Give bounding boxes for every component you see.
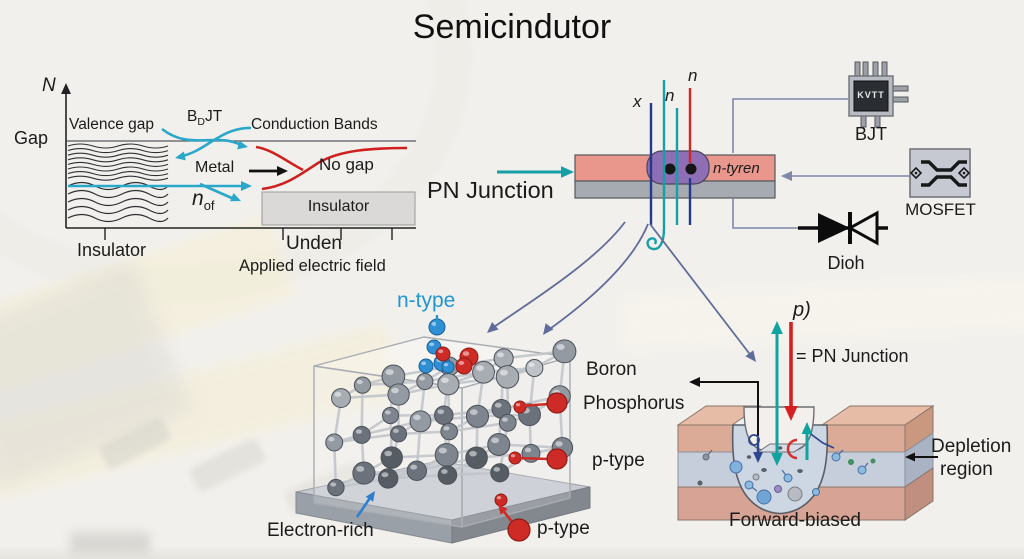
axis-insulator-label: Insulator	[77, 240, 147, 260]
diode-icon	[798, 210, 888, 246]
arrowheads	[61, 83, 915, 515]
depletion-particles	[697, 446, 876, 505]
n-of-label: nof	[192, 187, 215, 214]
depletion-block	[676, 322, 938, 521]
hole-symbol	[786, 438, 798, 460]
insulator-box	[261, 191, 416, 226]
gap-label: Gap	[14, 128, 49, 148]
lead-n2-label: n	[688, 66, 698, 85]
boron-label: Boron	[586, 359, 637, 380]
no-gap-curve	[261, 146, 408, 191]
junction-bar-label: n-tyren	[713, 160, 760, 177]
bjt-chip-icon	[848, 61, 909, 128]
pn-junction-label: PN Junction	[427, 177, 554, 203]
p-label: p)	[793, 299, 811, 321]
depletion-label-line2: region	[940, 459, 993, 480]
no-gap-label: No gap	[319, 155, 374, 174]
forward-biased-label: Forward-biased	[729, 510, 861, 531]
valence-gap-label: Valence gap	[69, 116, 155, 133]
bjt-label: BJT	[854, 124, 887, 144]
y-axis-label: N	[42, 75, 56, 96]
electron-rich-label: Electron-rich	[267, 520, 374, 541]
pn-junction-graphics	[490, 80, 910, 358]
p-type-bottom-label: p-type	[537, 518, 590, 539]
band-diagram-graphics	[65, 86, 416, 240]
bdjt-label: BDJT	[187, 108, 223, 129]
depletion-label-line1: Depletion	[931, 436, 1012, 457]
phosphorus-label: Phosphorus	[583, 393, 685, 414]
axis-field-label: Applied electric field	[239, 257, 386, 275]
p-type-side-label: p-type	[592, 450, 645, 471]
diode-label: Dioh	[827, 253, 865, 273]
conduction-bands-label: Conduction Bands	[251, 116, 378, 133]
mosfet-chip-icon	[909, 148, 971, 198]
crystal-annotations	[355, 315, 568, 542]
bjt-chip-text: KVTT	[857, 90, 885, 100]
lead-x-label: x	[633, 92, 642, 111]
p-type-dot	[546, 448, 568, 470]
curled-lead	[646, 80, 666, 251]
lead-n1-label: n	[665, 86, 675, 105]
axis-unden-label: Unden	[286, 233, 342, 254]
crystal-base-slab	[295, 460, 591, 544]
metal-label: Metal	[195, 159, 235, 176]
page-title: Semicindutor	[412, 8, 612, 46]
insulator-box-label: Insulator	[307, 198, 370, 215]
phosphorus-dot	[546, 392, 568, 414]
equals-pn-junction-label: = PN Junction	[796, 346, 909, 366]
valence-band-waves	[67, 143, 169, 223]
mosfet-label: MOSFET	[905, 200, 976, 219]
p-type-bottom-dot	[507, 518, 531, 542]
n-type-label: n-type	[397, 289, 456, 312]
